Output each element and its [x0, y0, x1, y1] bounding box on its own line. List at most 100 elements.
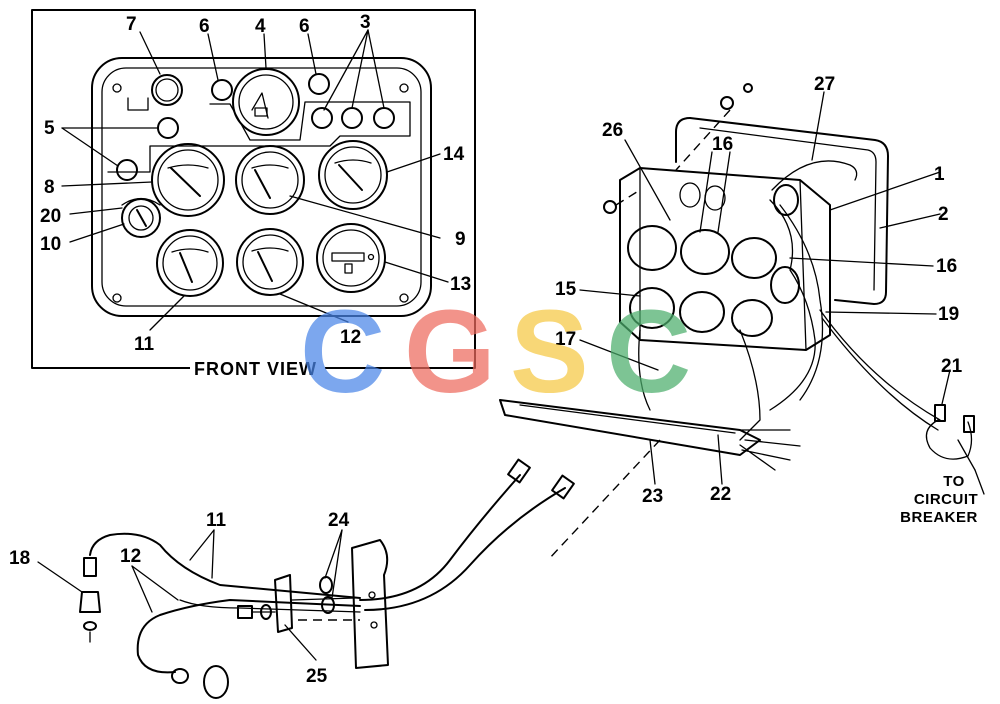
watermark-letter: S	[510, 286, 589, 418]
mounting-hole	[112, 83, 122, 93]
back-cover-plate	[689, 117, 889, 305]
iso-gauge-side	[770, 266, 800, 304]
panel-step	[127, 97, 149, 111]
callout-11-lower: 11	[206, 510, 227, 531]
callout-18: 18	[9, 548, 30, 569]
wire	[771, 160, 858, 191]
front-view-label: FRONT VIEW	[194, 359, 317, 379]
callout-8: 8	[44, 177, 55, 198]
callout-9: 9	[455, 229, 466, 250]
panel-inner-outline	[101, 67, 422, 307]
screw	[743, 83, 753, 93]
gauge-4	[232, 68, 300, 136]
callout-3: 3	[360, 12, 371, 33]
wire-harness	[499, 399, 761, 456]
callout-26: 26	[602, 120, 623, 141]
watermark-letter: G	[404, 286, 496, 418]
callout-14: 14	[443, 144, 465, 165]
wire	[638, 329, 651, 411]
callout-13: 13	[450, 274, 471, 295]
panel-face-step	[107, 101, 411, 173]
mounting-bracket	[351, 539, 389, 669]
callout-24: 24	[328, 510, 350, 531]
wire	[819, 309, 941, 421]
circuit-breaker-caption: TO CIRCUIT BREAKER	[900, 473, 978, 526]
callout-21: 21	[941, 356, 963, 377]
callout-17: 17	[555, 329, 576, 350]
svg-text:CIRCUIT: CIRCUIT	[914, 491, 978, 508]
callout-20: 20	[40, 206, 61, 227]
indicator-light-3a	[311, 107, 333, 129]
front-view-leaders	[61, 29, 449, 331]
callout-7: 7	[126, 14, 137, 35]
wire	[739, 329, 761, 441]
sender-cable	[89, 532, 361, 599]
callout-25: 25	[306, 666, 328, 687]
iso-gauge	[680, 229, 730, 275]
watermark-letter: C	[606, 286, 691, 418]
mounting-hole	[112, 293, 122, 303]
front-view: FRONT VIEW	[31, 9, 476, 380]
callout-23: 23	[642, 486, 663, 507]
callout-numbers: 7 6 4 6 3 5 8 20 10 14 9 13 11 12 27 26 …	[9, 12, 963, 687]
sender-cable	[359, 474, 521, 601]
gauge-11	[156, 229, 224, 297]
callout-6-right: 6	[299, 16, 310, 37]
harness-leads	[739, 429, 801, 471]
wire	[769, 199, 816, 411]
isometric-panel-assembly	[499, 83, 985, 561]
callout-5: 5	[44, 118, 55, 139]
nut	[319, 576, 333, 594]
gauge-14	[318, 140, 388, 210]
gauge-12	[236, 228, 304, 296]
lower-leaders	[37, 529, 343, 661]
iso-gauge	[627, 225, 677, 271]
callout-1: 1	[934, 164, 945, 185]
indicator-light-6-left	[211, 79, 233, 101]
callout-15: 15	[555, 279, 577, 300]
iso-gauge	[731, 299, 773, 337]
iso-light	[773, 184, 799, 216]
callout-2: 2	[938, 204, 949, 225]
screw	[720, 96, 734, 110]
iso-gauge	[629, 287, 675, 329]
switch-20-bezel	[121, 197, 161, 206]
callout-22: 22	[710, 484, 731, 505]
sender-harness	[37, 458, 575, 699]
callout-6-left: 6	[199, 16, 210, 37]
indicator-light-5-upper	[157, 117, 179, 139]
nut	[321, 596, 335, 614]
indicator-light-6-right	[308, 73, 330, 95]
cable-clamp	[274, 574, 293, 633]
wire	[821, 317, 939, 431]
indicator-light-5-lower	[116, 159, 138, 181]
temperature-sender	[203, 665, 229, 699]
sender-cable	[364, 487, 566, 611]
callout-19: 19	[938, 304, 959, 325]
screw	[603, 200, 617, 214]
iso-leaders	[579, 91, 985, 495]
callout-10: 10	[40, 234, 61, 255]
sender-cable	[136, 599, 361, 674]
indicator-light-3b	[341, 107, 363, 129]
sender-body	[79, 591, 101, 613]
iso-gauge	[731, 237, 777, 279]
indicator-light-7	[151, 74, 183, 106]
mounting-hole	[399, 83, 409, 93]
gauge-9	[235, 145, 305, 215]
gauge-13	[316, 223, 386, 293]
watermark: C G S C	[300, 286, 691, 418]
callout-27: 27	[814, 74, 835, 95]
svg-text:TO: TO	[943, 473, 965, 490]
sender-unit-18	[83, 557, 97, 577]
callout-11-front: 11	[134, 334, 155, 355]
callout-4: 4	[255, 16, 266, 37]
wire	[779, 204, 824, 401]
watermark-letter: C	[300, 286, 385, 418]
gauge-8	[151, 143, 225, 217]
indicator-light-3c	[373, 107, 395, 129]
switch-10	[121, 197, 161, 238]
svg-text:BREAKER: BREAKER	[900, 509, 978, 526]
